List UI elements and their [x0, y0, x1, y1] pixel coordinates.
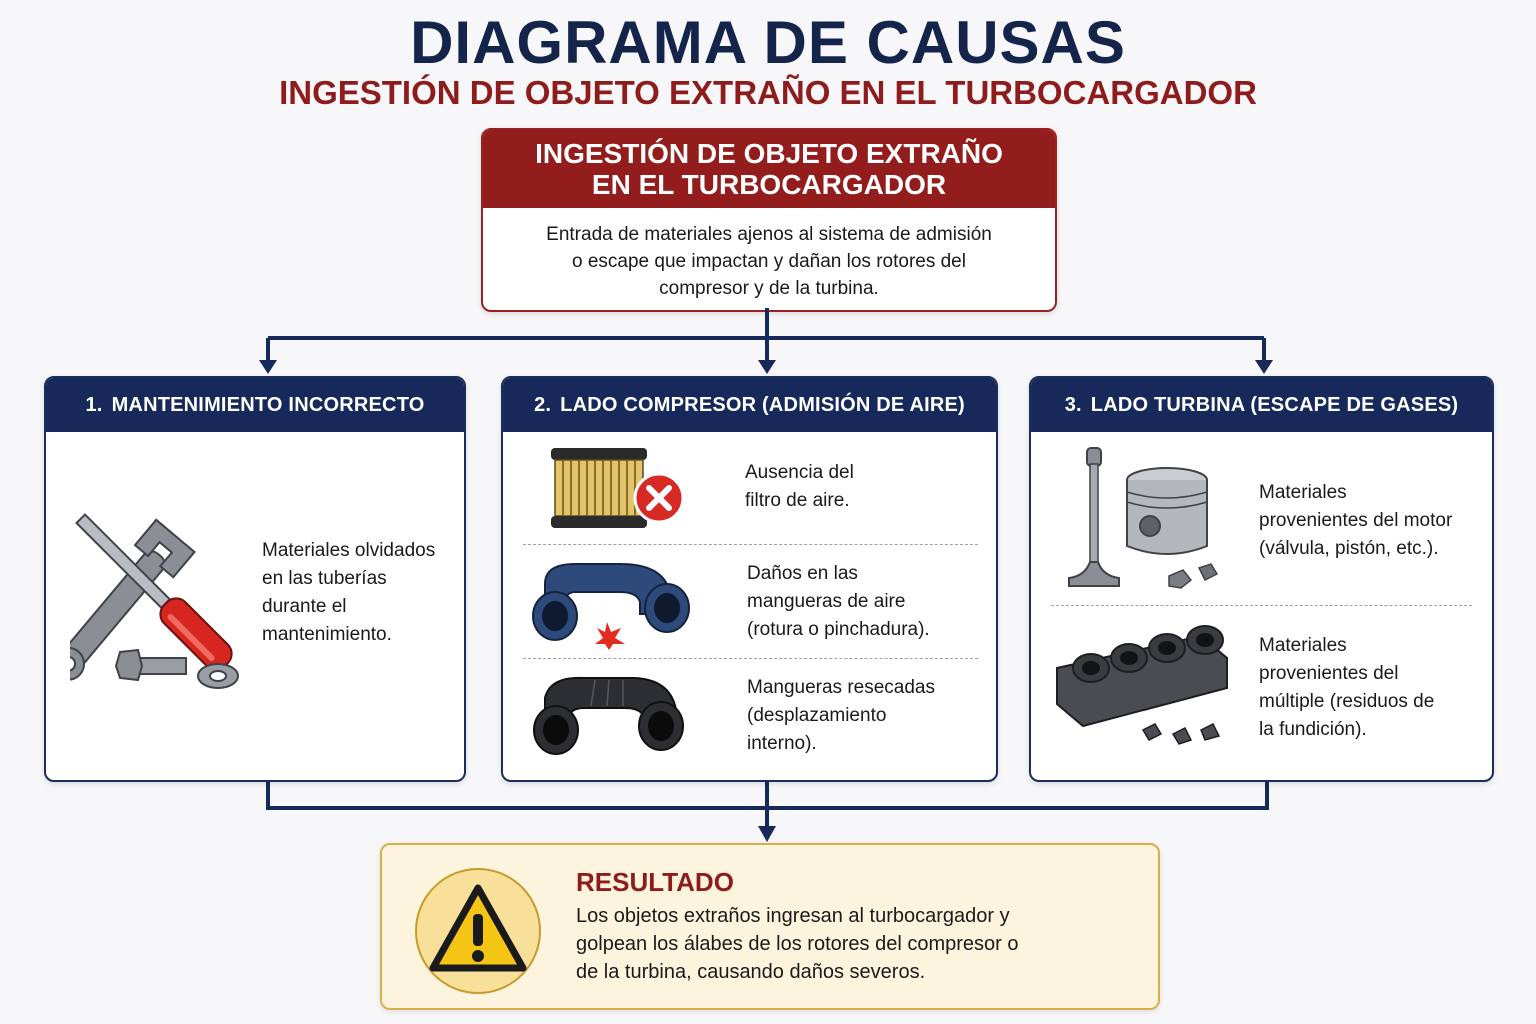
wrench-screwdriver-bolt-icon	[70, 513, 239, 689]
cause-text: Daños en las mangueras de aire (rotura o…	[747, 560, 930, 644]
damaged-hose-icon	[532, 563, 690, 650]
cause-line: Mangueras resecadas	[747, 677, 935, 698]
category-header: 1. MANTENIMIENTO INCORRECTO	[46, 378, 464, 432]
category-card-compressor: 2. LADO COMPRESOR (ADMISIÓN DE AIRE) Aus…	[501, 376, 998, 782]
category-number: 3.	[1064, 393, 1082, 416]
cause-item: Materiales provenientes del motor (válvu…	[1055, 446, 1452, 596]
category-card-maintenance: 1. MANTENIMIENTO INCORRECTO	[44, 376, 466, 782]
result-box: RESULTADO Los objetos extraños ingresan …	[380, 843, 1160, 1010]
cause-text: Ausencia del filtro de aire.	[745, 459, 854, 515]
item-divider	[523, 658, 978, 659]
result-text: Los objetos extraños ingresan al turboca…	[576, 902, 1116, 986]
cause-line: mantenimiento.	[262, 624, 392, 645]
dried-hose-icon	[533, 676, 684, 755]
problem-description: Entrada de materiales ajenos al sistema …	[483, 208, 1055, 302]
category-header: 3. LADO TURBINA (ESCAPE DE GASES)	[1031, 378, 1492, 432]
cause-line: provenientes del	[1259, 663, 1399, 684]
item-divider	[523, 544, 978, 545]
cause-line: interno).	[747, 733, 817, 754]
cause-item: Mangueras resecadas (desplazamiento inte…	[525, 668, 935, 764]
cause-text: Materiales provenientes del múltiple (re…	[1259, 632, 1434, 744]
cause-text: Mangueras resecadas (desplazamiento inte…	[747, 674, 935, 758]
result-line: golpean los álabes de los rotores del co…	[576, 933, 1019, 955]
problem-heading-line: EN EL TURBOCARGADOR	[591, 169, 947, 200]
exhaust-manifold-icon	[1056, 625, 1228, 745]
category-title: MANTENIMIENTO INCORRECTO	[111, 393, 425, 416]
result-line: de la turbina, causando daños severos.	[576, 961, 926, 983]
cause-line: provenientes del motor	[1259, 510, 1453, 531]
warning-icon	[415, 868, 541, 994]
cause-line: Daños en las	[747, 563, 858, 584]
category-number: 2.	[534, 393, 552, 416]
valve-piston-icon	[1068, 447, 1219, 589]
result-line: Los objetos extraños ingresan al turboca…	[576, 905, 1010, 927]
cause-item: Ausencia del filtro de aire.	[543, 442, 854, 532]
cause-line: durante el	[262, 596, 347, 617]
result-title: RESULTADO	[576, 867, 734, 897]
cause-line: Ausencia del	[745, 462, 854, 483]
cause-line: Materiales	[1259, 635, 1347, 656]
cause-line: la fundición).	[1259, 719, 1367, 740]
cause-line: múltiple (residuos de	[1259, 691, 1435, 712]
problem-box: INGESTIÓN DE OBJETO EXTRAÑO EN EL TURBOC…	[481, 128, 1057, 312]
missing-air-filter-icon	[551, 448, 685, 528]
cause-line: Materiales	[1259, 482, 1347, 503]
cause-item: Daños en las mangueras de aire (rotura o…	[525, 554, 930, 650]
cause-text: Materiales provenientes del motor (válvu…	[1259, 479, 1452, 563]
problem-heading-line: INGESTIÓN DE OBJETO EXTRAÑO	[535, 138, 1003, 169]
cause-item: Materiales olvidados en las tuberías dur…	[70, 478, 435, 708]
problem-description-line: o escape que impactan y dañan los rotore…	[572, 251, 966, 272]
cause-line: Materiales olvidados	[262, 540, 436, 561]
cause-line: (válvula, pistón, etc.).	[1259, 538, 1439, 559]
cause-text: Materiales olvidados en las tuberías dur…	[262, 537, 435, 649]
cause-line: (desplazamiento	[747, 705, 887, 726]
page-title: DIAGRAMA DE CAUSAS	[410, 9, 1126, 76]
cause-item: Materiales provenientes del múltiple (re…	[1051, 618, 1434, 758]
category-header: 2. LADO COMPRESOR (ADMISIÓN DE AIRE)	[503, 378, 996, 432]
category-card-turbine: 3. LADO TURBINA (ESCAPE DE GASES) Materi…	[1029, 376, 1494, 782]
cause-line: filtro de aire.	[745, 490, 850, 511]
category-title: LADO TURBINA (ESCAPE DE GASES)	[1090, 393, 1459, 416]
problem-description-line: compresor y de la turbina.	[659, 278, 879, 299]
category-number: 1.	[85, 393, 103, 416]
category-title: LADO COMPRESOR (ADMISIÓN DE AIRE)	[560, 393, 965, 416]
cause-line: en las tuberías	[262, 568, 387, 589]
cause-line: mangueras de aire	[747, 591, 906, 612]
cause-line: (rotura o pinchadura).	[747, 619, 930, 640]
problem-heading: INGESTIÓN DE OBJETO EXTRAÑO EN EL TURBOC…	[483, 130, 1055, 208]
item-divider	[1051, 605, 1472, 606]
problem-description-line: Entrada de materiales ajenos al sistema …	[546, 224, 992, 245]
page-subtitle: INGESTIÓN DE OBJETO EXTRAÑO EN EL TURBOC…	[279, 74, 1257, 111]
